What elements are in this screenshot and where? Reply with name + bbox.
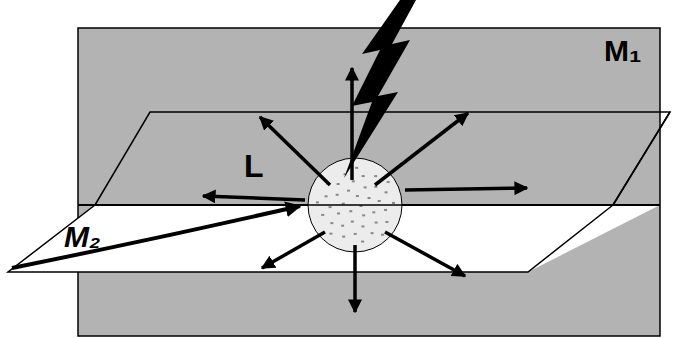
line-l <box>308 204 402 206</box>
lightning-bolt <box>344 0 416 178</box>
line-label: L <box>244 150 264 182</box>
radiating-arrows <box>203 68 527 312</box>
leader-arrow <box>12 206 300 268</box>
source-circle <box>308 158 402 252</box>
plane-label: M₁ <box>604 36 641 66</box>
plane-label: M₂ <box>64 222 100 252</box>
line-l <box>78 204 660 206</box>
plane-m2-edge <box>613 112 670 205</box>
